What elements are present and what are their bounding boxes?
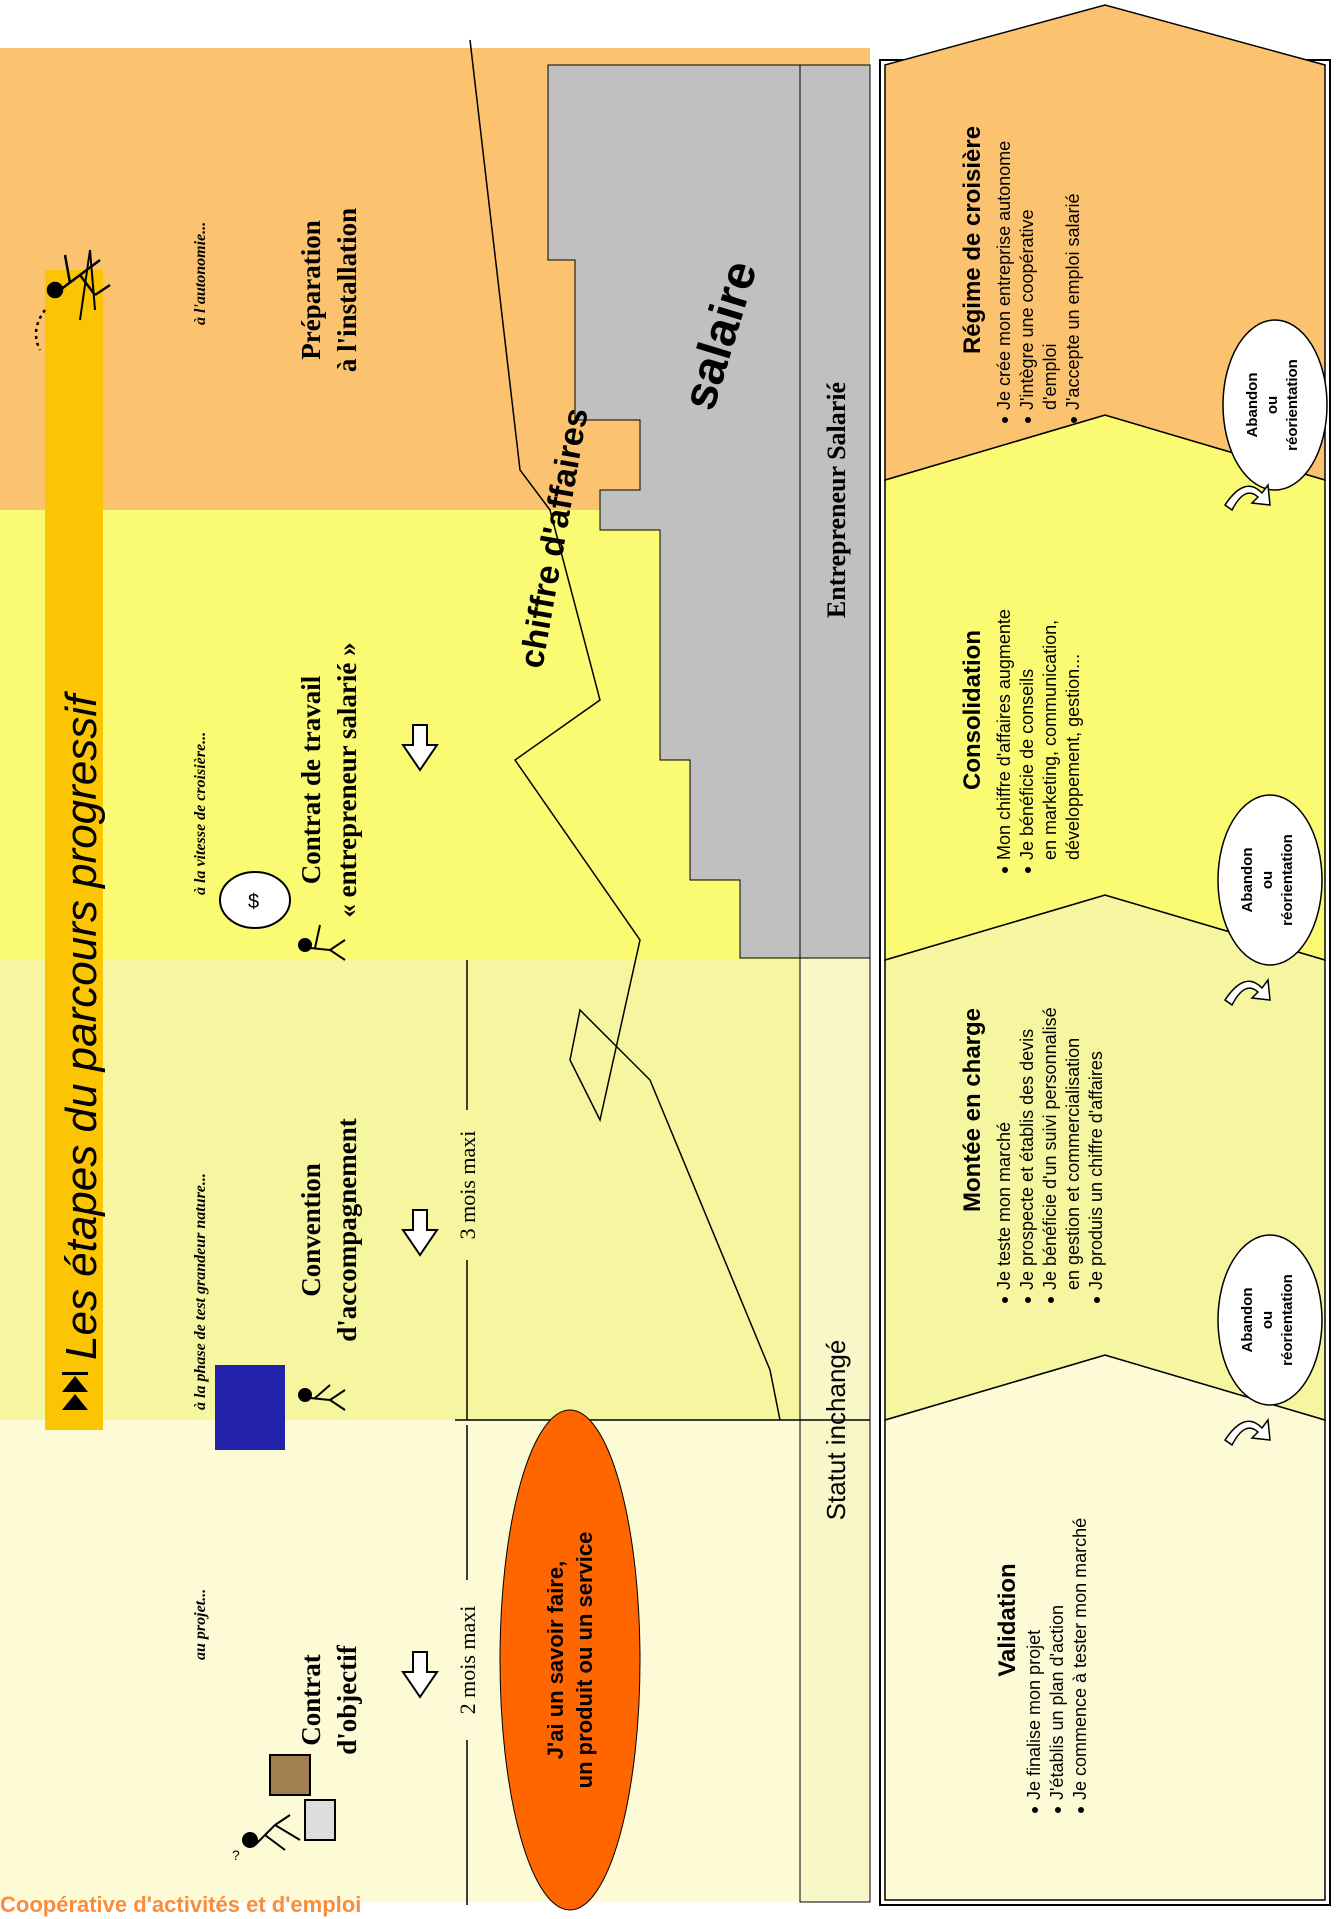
exit-3-line-2: ou [1264, 396, 1281, 414]
contract-2-line-1: Convention [296, 1163, 326, 1297]
thinking-person-icon: ? [232, 1754, 336, 1863]
montee-item-5: Je produis un chiffre d'affaires [1086, 1051, 1106, 1290]
croisiere-item-1: Je crée mon entreprise autonome [994, 141, 1014, 410]
facture-person-icon [215, 1365, 346, 1450]
croisiere-item-4: J'accepte un emploi salarié [1063, 193, 1083, 410]
oval-line-1: J'ai un savoir faire, [543, 1561, 568, 1759]
exit-oval-3 [1222, 319, 1328, 491]
title-banner [45, 270, 103, 1430]
salary-area [547, 64, 801, 959]
exit-1-line-2: ou [1259, 1311, 1276, 1329]
contract-1-line-1: Contrat [296, 1654, 326, 1745]
revenue-line [469, 39, 781, 1421]
contract-1-line-2: d'objectif [332, 1644, 362, 1754]
stage-title-validation: Validation [994, 1563, 1021, 1676]
montee-item-1: Je teste mon marché [994, 1122, 1014, 1290]
consolidation-item-1: Mon chiffre d'affaires augmente [994, 609, 1014, 860]
exit-oval-2 [1217, 794, 1323, 966]
montee-item-2: Je prospecte et établis des devis [1017, 1029, 1037, 1290]
consolidation-item-3: en marketing, communication, [1040, 620, 1060, 860]
contract-4-line-1: Préparation [296, 220, 326, 359]
montee-item-3: Je bénéficie d'un suivi personnalisé [1040, 1007, 1060, 1290]
jumping-person-icon [34, 249, 111, 351]
exit-3-line-1: Abandon [1244, 373, 1261, 438]
duration-1: 2 mois maxi [455, 1606, 480, 1715]
contract-4-line-2: à l'installation [332, 208, 362, 372]
exit-2-line-2: ou [1259, 871, 1276, 889]
oval-line-2: un produit ou un service [572, 1532, 597, 1789]
fast-forward-icon [62, 1372, 88, 1410]
exit-1-line-1: Abandon [1239, 1288, 1256, 1353]
exit-3-line-3: réorientation [1284, 359, 1301, 451]
phase-phrase-4: à l'autonomie... [192, 222, 209, 325]
status-unchanged: Statut inchangé [821, 1340, 851, 1521]
validation-item-3: Je commence à tester mon marché [1070, 1518, 1090, 1800]
consolidation-item-2: Je bénéficie de conseils [1017, 669, 1037, 860]
status-bar-salaried [799, 64, 871, 959]
money-bag-person-icon: $ [219, 871, 346, 961]
right-arrow-icon [401, 724, 439, 1699]
footer-text: Coopérative d'activités et d'emploi [0, 1892, 361, 1917]
page-title: Les étapes du parcours progressif [57, 690, 106, 1360]
phase-phrase-1: au projet... [192, 1589, 209, 1660]
curved-arrow-icon [1223, 483, 1271, 1447]
band-phase-2 [0, 960, 870, 1420]
stage-box-croisiere [884, 4, 1326, 482]
phase-phrase-3: à la vitesse de croisière... [192, 732, 209, 895]
svg-text:$: $ [248, 891, 259, 913]
stage-title-montee: Montée en charge [959, 1008, 986, 1212]
band-phase-1 [0, 1420, 870, 1902]
contract-3-line-1: Contrat de travail [296, 675, 326, 884]
validation-item-2: J'établis un plan d'action [1047, 1605, 1067, 1800]
croisiere-item-3: d'emploi [1040, 344, 1060, 410]
duration-2: 3 mois maxi [455, 1131, 480, 1240]
contract-2-line-2: d'accompagnement [332, 1118, 362, 1341]
status-salaried: Entrepreneur Salarié [822, 382, 851, 618]
savoir-faire-oval [499, 1409, 641, 1911]
consolidation-item-4: développement, gestion... [1063, 654, 1083, 860]
exit-2-line-1: Abandon [1239, 848, 1256, 913]
stage-title-consolidation: Consolidation [959, 630, 986, 790]
exit-oval-1 [1217, 1234, 1323, 1406]
svg-text:?: ? [232, 1847, 240, 1863]
validation-item-1: Je finalise mon projet [1024, 1630, 1044, 1800]
phase-phrase-2: à la phase de test grandeur nature... [192, 1173, 209, 1410]
croisiere-item-2: J'intègre une coopérative [1017, 209, 1037, 410]
montee-item-4: en gestion et commercialisation [1063, 1038, 1083, 1290]
exit-2-line-3: réorientation [1279, 834, 1296, 926]
exit-1-line-3: réorientation [1279, 1274, 1296, 1366]
contract-3-line-2: « entrepreneur salarié » [332, 642, 362, 917]
stage-title-croisiere: Régime de croisière [959, 126, 986, 354]
